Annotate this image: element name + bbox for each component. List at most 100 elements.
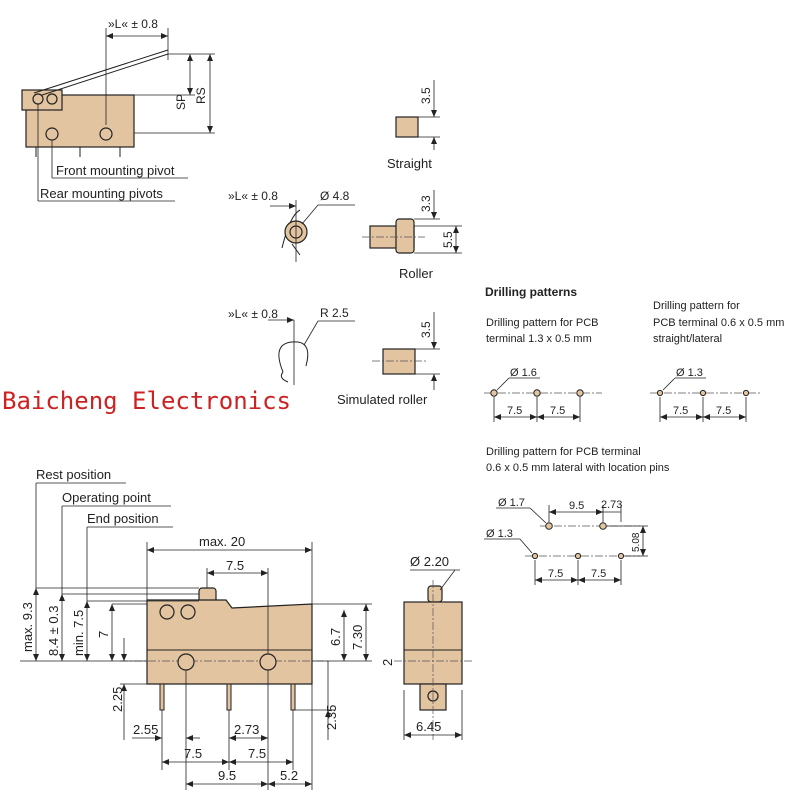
straight-label: Straight <box>387 156 432 171</box>
p1-hole-2 <box>533 389 541 397</box>
p1-label-2: terminal 1.3 x 0.5 mm <box>486 333 592 345</box>
front-pin-3 <box>290 683 296 711</box>
p1-label-1: Drilling pattern for PCB <box>486 317 599 329</box>
x75a-label: 7.5 <box>184 746 202 761</box>
p1-hole-3 <box>576 389 584 397</box>
side-view: Ø 2.20 2 6.45 <box>380 554 472 740</box>
x273-label: 2.73 <box>234 722 259 737</box>
p3-label-2: 0.6 x 0.5 mm lateral with location pins <box>486 462 670 474</box>
p3-hole-1 <box>531 552 539 560</box>
roller-dia-leader <box>301 204 319 225</box>
plunger-label: 7.5 <box>226 558 244 573</box>
p2-dia-label: Ø 1.3 <box>676 367 703 379</box>
front-hole-4 <box>259 653 277 671</box>
lever-arm <box>33 49 169 94</box>
lever-tolerance-label: »L« ± 0.8 <box>108 17 158 31</box>
actuator-straight: 3.5 Straight <box>387 80 440 171</box>
sim-body <box>382 348 416 375</box>
roller-dim1-label: 3.3 <box>419 195 433 212</box>
p3-pin-hole-1 <box>545 522 553 530</box>
side-w-label: 6.45 <box>416 719 441 734</box>
body-h-label: 7 <box>96 631 111 638</box>
rear-pivot-hole-1 <box>32 93 44 105</box>
p2-label-3: straight/lateral <box>653 333 722 345</box>
side-h-label: 2 <box>380 659 395 666</box>
p1-dia-leader <box>496 377 510 391</box>
sim-tol-label: »L« ± 0.8 <box>228 307 278 321</box>
p2-hole-2 <box>699 389 707 397</box>
sim-roller-curve <box>278 341 309 373</box>
front-hole-3 <box>177 653 195 671</box>
end-position-label: End position <box>87 511 159 526</box>
front-hole-1 <box>159 604 175 620</box>
p3-hole-3 <box>617 552 625 560</box>
lever-arm-inner <box>35 53 169 98</box>
p2-hole-3 <box>742 389 750 397</box>
drilling-patterns: Drilling patterns Drilling pattern for P… <box>484 285 784 585</box>
p3-d1-label: 7.5 <box>548 568 563 580</box>
p2-hole-1 <box>656 389 664 397</box>
rest-position-label: Rest position <box>36 467 111 482</box>
x95-label: 9.5 <box>218 768 236 783</box>
operating-point-label: Operating point <box>62 490 151 505</box>
op-h-label: 8.4 ± 0.3 <box>46 605 61 656</box>
drilling-title: Drilling patterns <box>485 285 577 299</box>
rear-pivot-label: Rear mounting pivots <box>40 186 163 201</box>
p1-d2-label: 7.5 <box>550 405 565 417</box>
min-h-label: min. 7.5 <box>71 610 86 656</box>
side-dia-leader <box>439 569 456 591</box>
p2-dia-leader <box>662 377 676 391</box>
p2-d1-label: 7.5 <box>673 405 688 417</box>
p2-label-2: PCB terminal 0.6 x 0.5 mm <box>653 317 784 329</box>
front-pin-2 <box>226 683 232 711</box>
p3-d2-label: 7.5 <box>591 568 606 580</box>
front-hole-2 <box>180 604 196 620</box>
p3-dia-bot-leader <box>519 538 533 554</box>
h730-label: 7.30 <box>350 625 365 650</box>
rear-pivot-hole-2 <box>46 93 58 105</box>
p3-label-1: Drilling pattern for PCB terminal <box>486 446 641 458</box>
position-labels: Rest position Operating point End positi… <box>35 467 173 601</box>
roller-tol-label: »L« ± 0.8 <box>228 189 278 203</box>
p1-d1-label: 7.5 <box>507 405 522 417</box>
p1-hole-1 <box>490 389 498 397</box>
p1-dia-label: Ø 1.6 <box>510 367 537 379</box>
mount-hole <box>99 127 113 141</box>
front-pin-1 <box>159 683 165 711</box>
roller-label: Roller <box>399 266 434 281</box>
pin-h-label: 2.25 <box>110 687 125 712</box>
max-h-label: max. 9.3 <box>20 602 35 652</box>
front-pivot-label: Front mounting pivot <box>56 163 175 178</box>
watermark: Baicheng Electronics <box>2 387 291 415</box>
actuator-roller: »L« ± 0.8 Ø 4.8 3.3 5.5 Roller <box>228 189 462 281</box>
p3-w-label: 9.5 <box>569 500 584 512</box>
p3-pin-hole-2 <box>599 522 607 530</box>
sim-roller-foot <box>280 371 289 383</box>
roller-head <box>395 218 415 254</box>
rs-label: RS <box>194 87 208 104</box>
x52-label: 5.2 <box>280 768 298 783</box>
p2-d2-label: 7.5 <box>716 405 731 417</box>
sim-label: Simulated roller <box>337 392 428 407</box>
side-dia-label: Ø 2.20 <box>410 554 449 569</box>
front-pivot-hole <box>45 127 59 141</box>
p3-w2-label: 2.73 <box>601 499 622 511</box>
p3-dia-top-label: Ø 1.7 <box>498 497 525 509</box>
roller-dia-label: Ø 4.8 <box>320 189 350 203</box>
pin-h2-label: 2.35 <box>324 705 339 730</box>
sim-dim-label: 3.5 <box>419 321 433 338</box>
roller-dim2-label: 5.5 <box>441 231 455 248</box>
p3-dia-bot-label: Ø 1.3 <box>486 528 513 540</box>
p2-label-1: Drilling pattern for <box>653 300 740 312</box>
straight-tip <box>395 116 419 138</box>
h67-label: 6.7 <box>328 628 343 646</box>
sim-radius-label: R 2.5 <box>320 306 349 320</box>
max-width-label: max. 20 <box>199 534 245 549</box>
x255-label: 2.55 <box>133 722 158 737</box>
top-switch-view: »L« ± 0.8 SP RS Front mounting pivot Rea… <box>21 17 215 202</box>
front-view: max. 20 7.5 max. 9.3 8.4 ± 0.3 min. 7.5 … <box>20 534 372 790</box>
p3-hole-2 <box>574 552 582 560</box>
p3-h-label: 5.08 <box>631 532 642 552</box>
x75b-label: 7.5 <box>248 746 266 761</box>
